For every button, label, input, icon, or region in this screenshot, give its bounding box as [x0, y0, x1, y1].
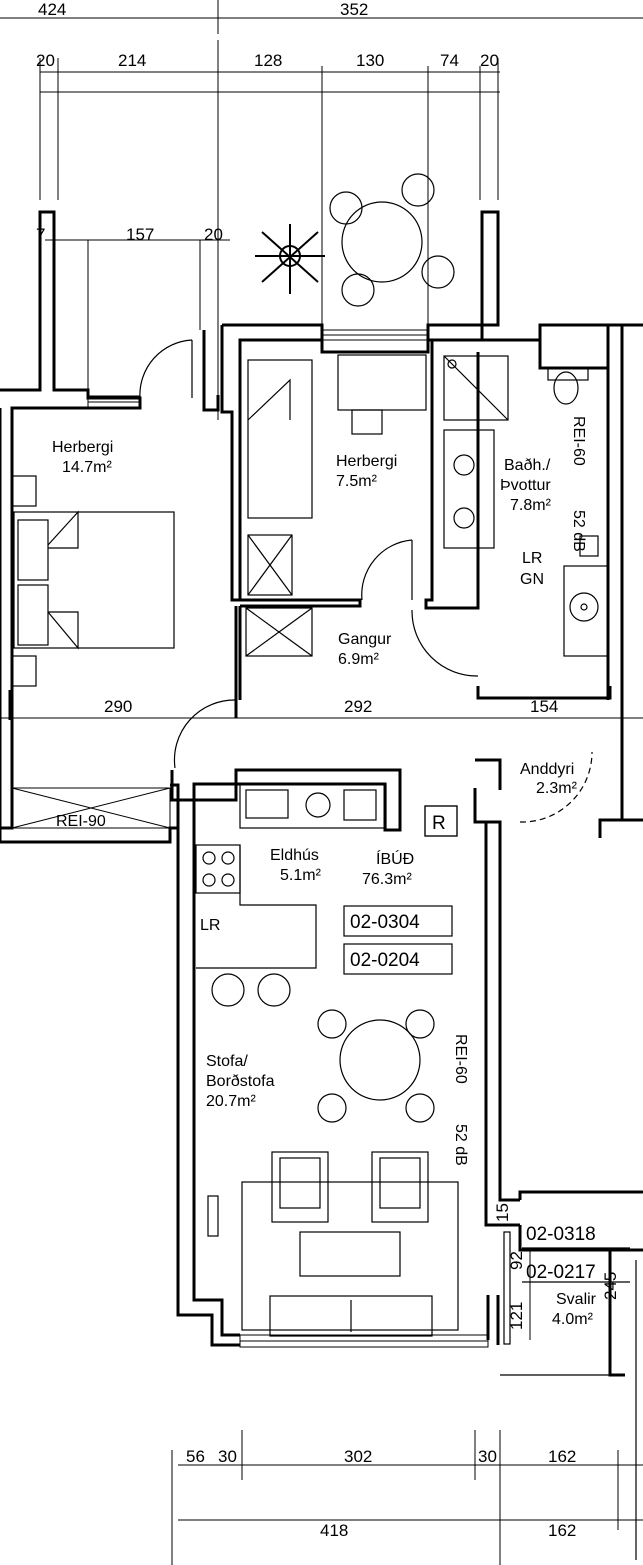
dim-20-c: 20	[204, 225, 223, 244]
room-anddyri-name: Anddyri	[520, 761, 574, 778]
room-eldhus-name: Eldhús	[270, 847, 319, 864]
room-labels: Herbergi 14.7m² Herbergi 7.5m² Baðh./ Þv…	[52, 439, 597, 1328]
sound-rating-stofa: 52 dB	[452, 1124, 469, 1166]
r-label: R	[432, 813, 446, 834]
dim-157: 157	[126, 225, 154, 244]
dim-154: 154	[530, 697, 558, 716]
room-svalir-name: Svalir	[556, 1291, 597, 1308]
room-svalir-area: 4.0m²	[552, 1311, 594, 1328]
r-box	[424, 805, 458, 837]
apartment-area: 76.3m²	[362, 871, 412, 888]
gn-label-bath: GN	[520, 571, 544, 588]
dim-30-a: 30	[218, 1447, 237, 1466]
dim-290: 290	[104, 697, 132, 716]
unit-code-1: 02-0304	[350, 912, 420, 933]
dim-92: 92	[507, 1251, 526, 1270]
dim-20-b: 20	[480, 51, 499, 70]
dim-130: 130	[356, 51, 384, 70]
dim-302: 302	[344, 1447, 372, 1466]
unit-code-2: 02-0204	[350, 950, 420, 971]
dim-245: 245	[601, 1272, 620, 1300]
windows	[11, 329, 489, 1348]
room-eldhus-area: 5.1m²	[280, 867, 322, 884]
room-bad-name: Baðh./	[504, 457, 551, 474]
room-herbergi-1-area: 14.7m²	[62, 459, 112, 476]
dim-128: 128	[254, 51, 282, 70]
dim-20-a: 20	[36, 51, 55, 70]
dim-418: 418	[320, 1521, 348, 1540]
room-gangur-area: 6.9m²	[338, 651, 380, 668]
room-stofa-area: 20.7m²	[206, 1093, 256, 1110]
room-gangur-name: Gangur	[338, 631, 392, 648]
dim-top-352: 352	[340, 0, 368, 19]
sound-rating-bath: 52 dB	[570, 510, 587, 552]
unit-code-4: 02-0217	[526, 1262, 596, 1283]
room-herbergi-1-name: Herbergi	[52, 439, 113, 456]
annotation-labels: REI-60 52 dB LR GN REI-90 R LR REI-60 52…	[56, 416, 587, 1166]
dim-292: 292	[344, 697, 372, 716]
dim-30-b: 30	[478, 1447, 497, 1466]
door-swings	[139, 339, 593, 823]
fire-rating-bath: REI-60	[570, 416, 587, 466]
fire-rating-stofa: REI-60	[452, 1034, 469, 1084]
dim-162-a: 162	[548, 1447, 576, 1466]
dim-56: 56	[186, 1447, 205, 1466]
unit-codes	[343, 905, 630, 1283]
room-bad-name2: Þvottur	[500, 477, 551, 494]
room-bad-area: 7.8m²	[510, 497, 552, 514]
dim-7: 7	[36, 225, 45, 244]
room-stofa-name: Stofa/	[206, 1053, 248, 1070]
furniture	[11, 173, 637, 1560]
dimension-texts: 424 352 20 214 128 130 74 20 7 157 20 29…	[36, 0, 620, 1540]
dim-74: 74	[440, 51, 459, 70]
dim-162-b: 162	[548, 1521, 576, 1540]
apartment-name: ÍBÚÐ	[376, 849, 414, 868]
lr-label-kitchen: LR	[200, 917, 220, 934]
fire-rating-wall: REI-90	[56, 813, 106, 830]
dim-15: 15	[493, 1203, 512, 1222]
unit-code-3: 02-0318	[526, 1224, 596, 1245]
dim-121: 121	[507, 1302, 526, 1330]
dim-214: 214	[118, 51, 146, 70]
room-herbergi-2-area: 7.5m²	[336, 473, 378, 490]
dim-top-424: 424	[38, 0, 66, 19]
room-herbergi-2-name: Herbergi	[336, 453, 397, 470]
room-stofa-name2: Borðstofa	[206, 1073, 275, 1090]
lr-label-bath: LR	[522, 550, 542, 567]
room-anddyri-area: 2.3m²	[536, 780, 578, 797]
